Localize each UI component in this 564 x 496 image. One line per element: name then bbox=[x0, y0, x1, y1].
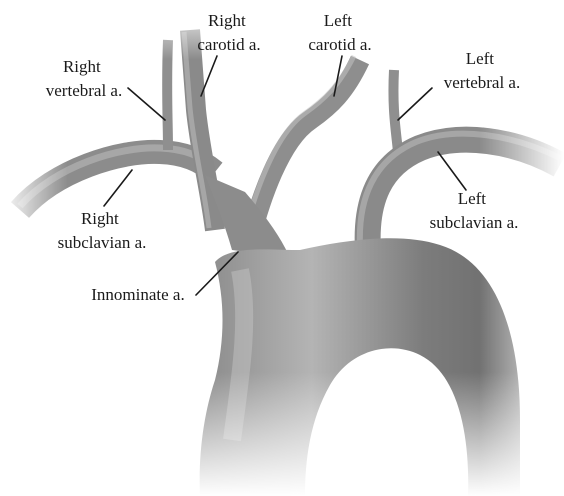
label-innominate: Innominate a. bbox=[91, 285, 184, 304]
